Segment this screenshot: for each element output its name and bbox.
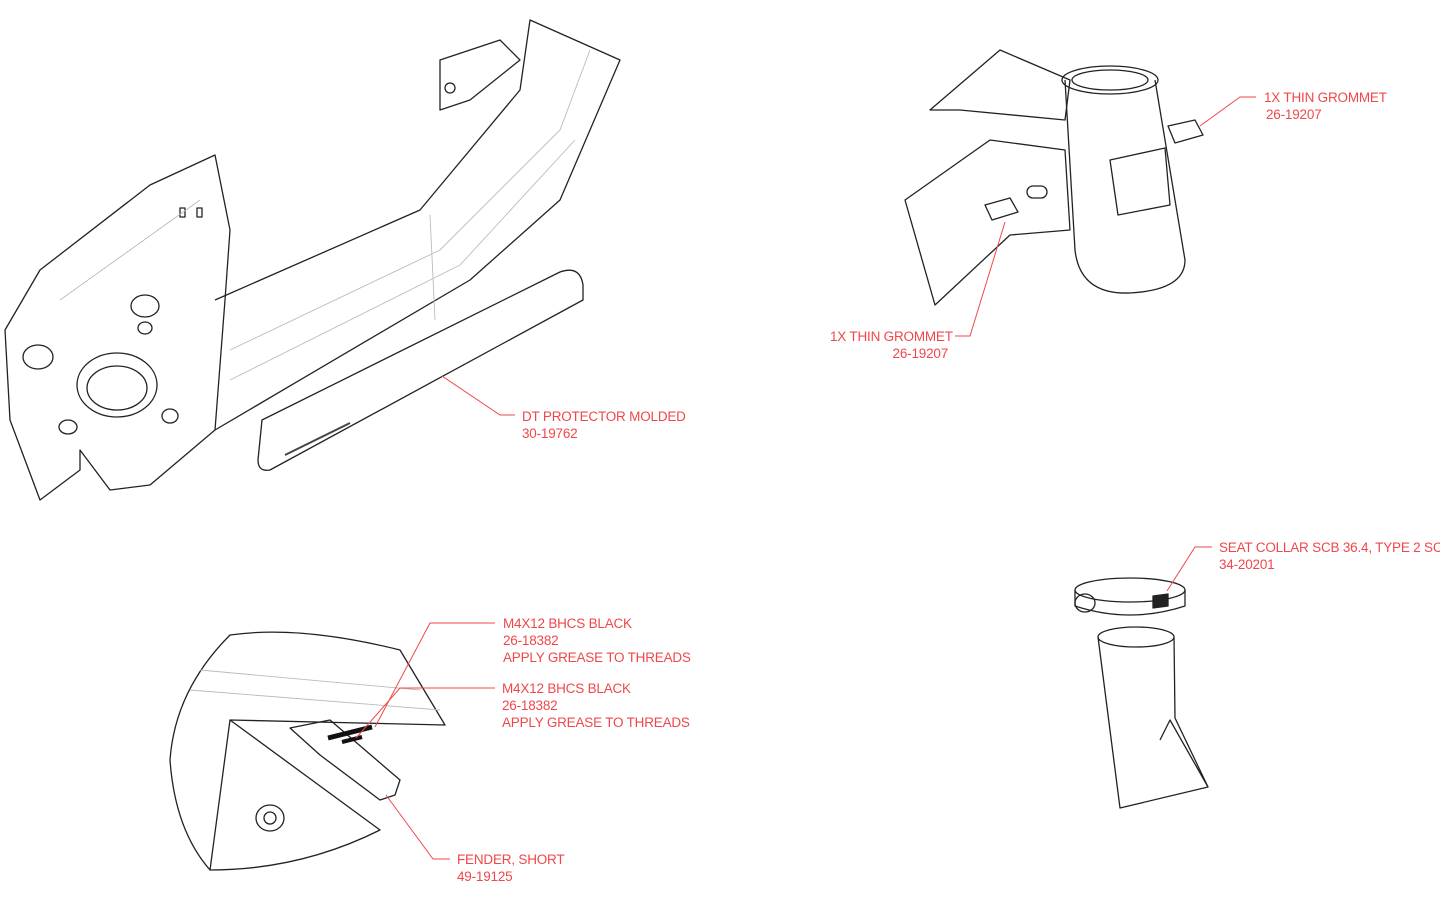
seat-collar-drawing xyxy=(1074,577,1186,616)
part-name: FENDER, SHORT xyxy=(457,852,565,867)
part-name: M4X12 BHCS BLACK xyxy=(502,681,631,696)
part-number: 26-19207 xyxy=(892,346,949,361)
frame-downtube-drawing xyxy=(4,19,621,501)
part-number: 26-18382 xyxy=(503,633,559,648)
part-name: SEAT COLLAR SCB 36.4, TYPE 2 SCB xyxy=(1219,540,1440,555)
callout-dt-protector: DT PROTECTOR MOLDED 30-19762 xyxy=(522,408,686,442)
callout-grommet-left: 1X THIN GROMMET 26-19207 xyxy=(830,328,953,362)
part-note: APPLY GREASE TO THREADS xyxy=(503,650,691,665)
headtube-drawing xyxy=(904,49,1204,306)
part-number: 26-18382 xyxy=(502,698,558,713)
dt-protector-drawing xyxy=(257,269,584,471)
frame-hidden-lines xyxy=(59,49,591,381)
part-name: 1X THIN GROMMET xyxy=(1264,90,1387,105)
seat-tube-drawing xyxy=(1097,626,1209,809)
fender-detail-drawing xyxy=(169,631,446,871)
callout-seat-collar: SEAT COLLAR SCB 36.4, TYPE 2 SCB 34-2020… xyxy=(1219,539,1440,573)
callout-bolt-2: M4X12 BHCS BLACK 26-18382 APPLY GREASE T… xyxy=(502,680,690,731)
callout-leaders xyxy=(355,96,1256,860)
part-number: 49-19125 xyxy=(457,869,513,884)
part-name: 1X THIN GROMMET xyxy=(830,329,953,344)
part-name: M4X12 BHCS BLACK xyxy=(503,616,632,631)
part-number: 34-20201 xyxy=(1219,557,1275,572)
callout-fender: FENDER, SHORT 49-19125 xyxy=(457,851,565,885)
callout-grommet-top: 1X THIN GROMMET 26-19207 xyxy=(1264,89,1387,123)
part-note: APPLY GREASE TO THREADS xyxy=(502,715,690,730)
part-number: 26-19207 xyxy=(1266,107,1322,122)
callout-bolt-1: M4X12 BHCS BLACK 26-18382 APPLY GREASE T… xyxy=(503,615,691,666)
part-number: 30-19762 xyxy=(522,426,578,441)
part-name: DT PROTECTOR MOLDED xyxy=(522,409,686,424)
